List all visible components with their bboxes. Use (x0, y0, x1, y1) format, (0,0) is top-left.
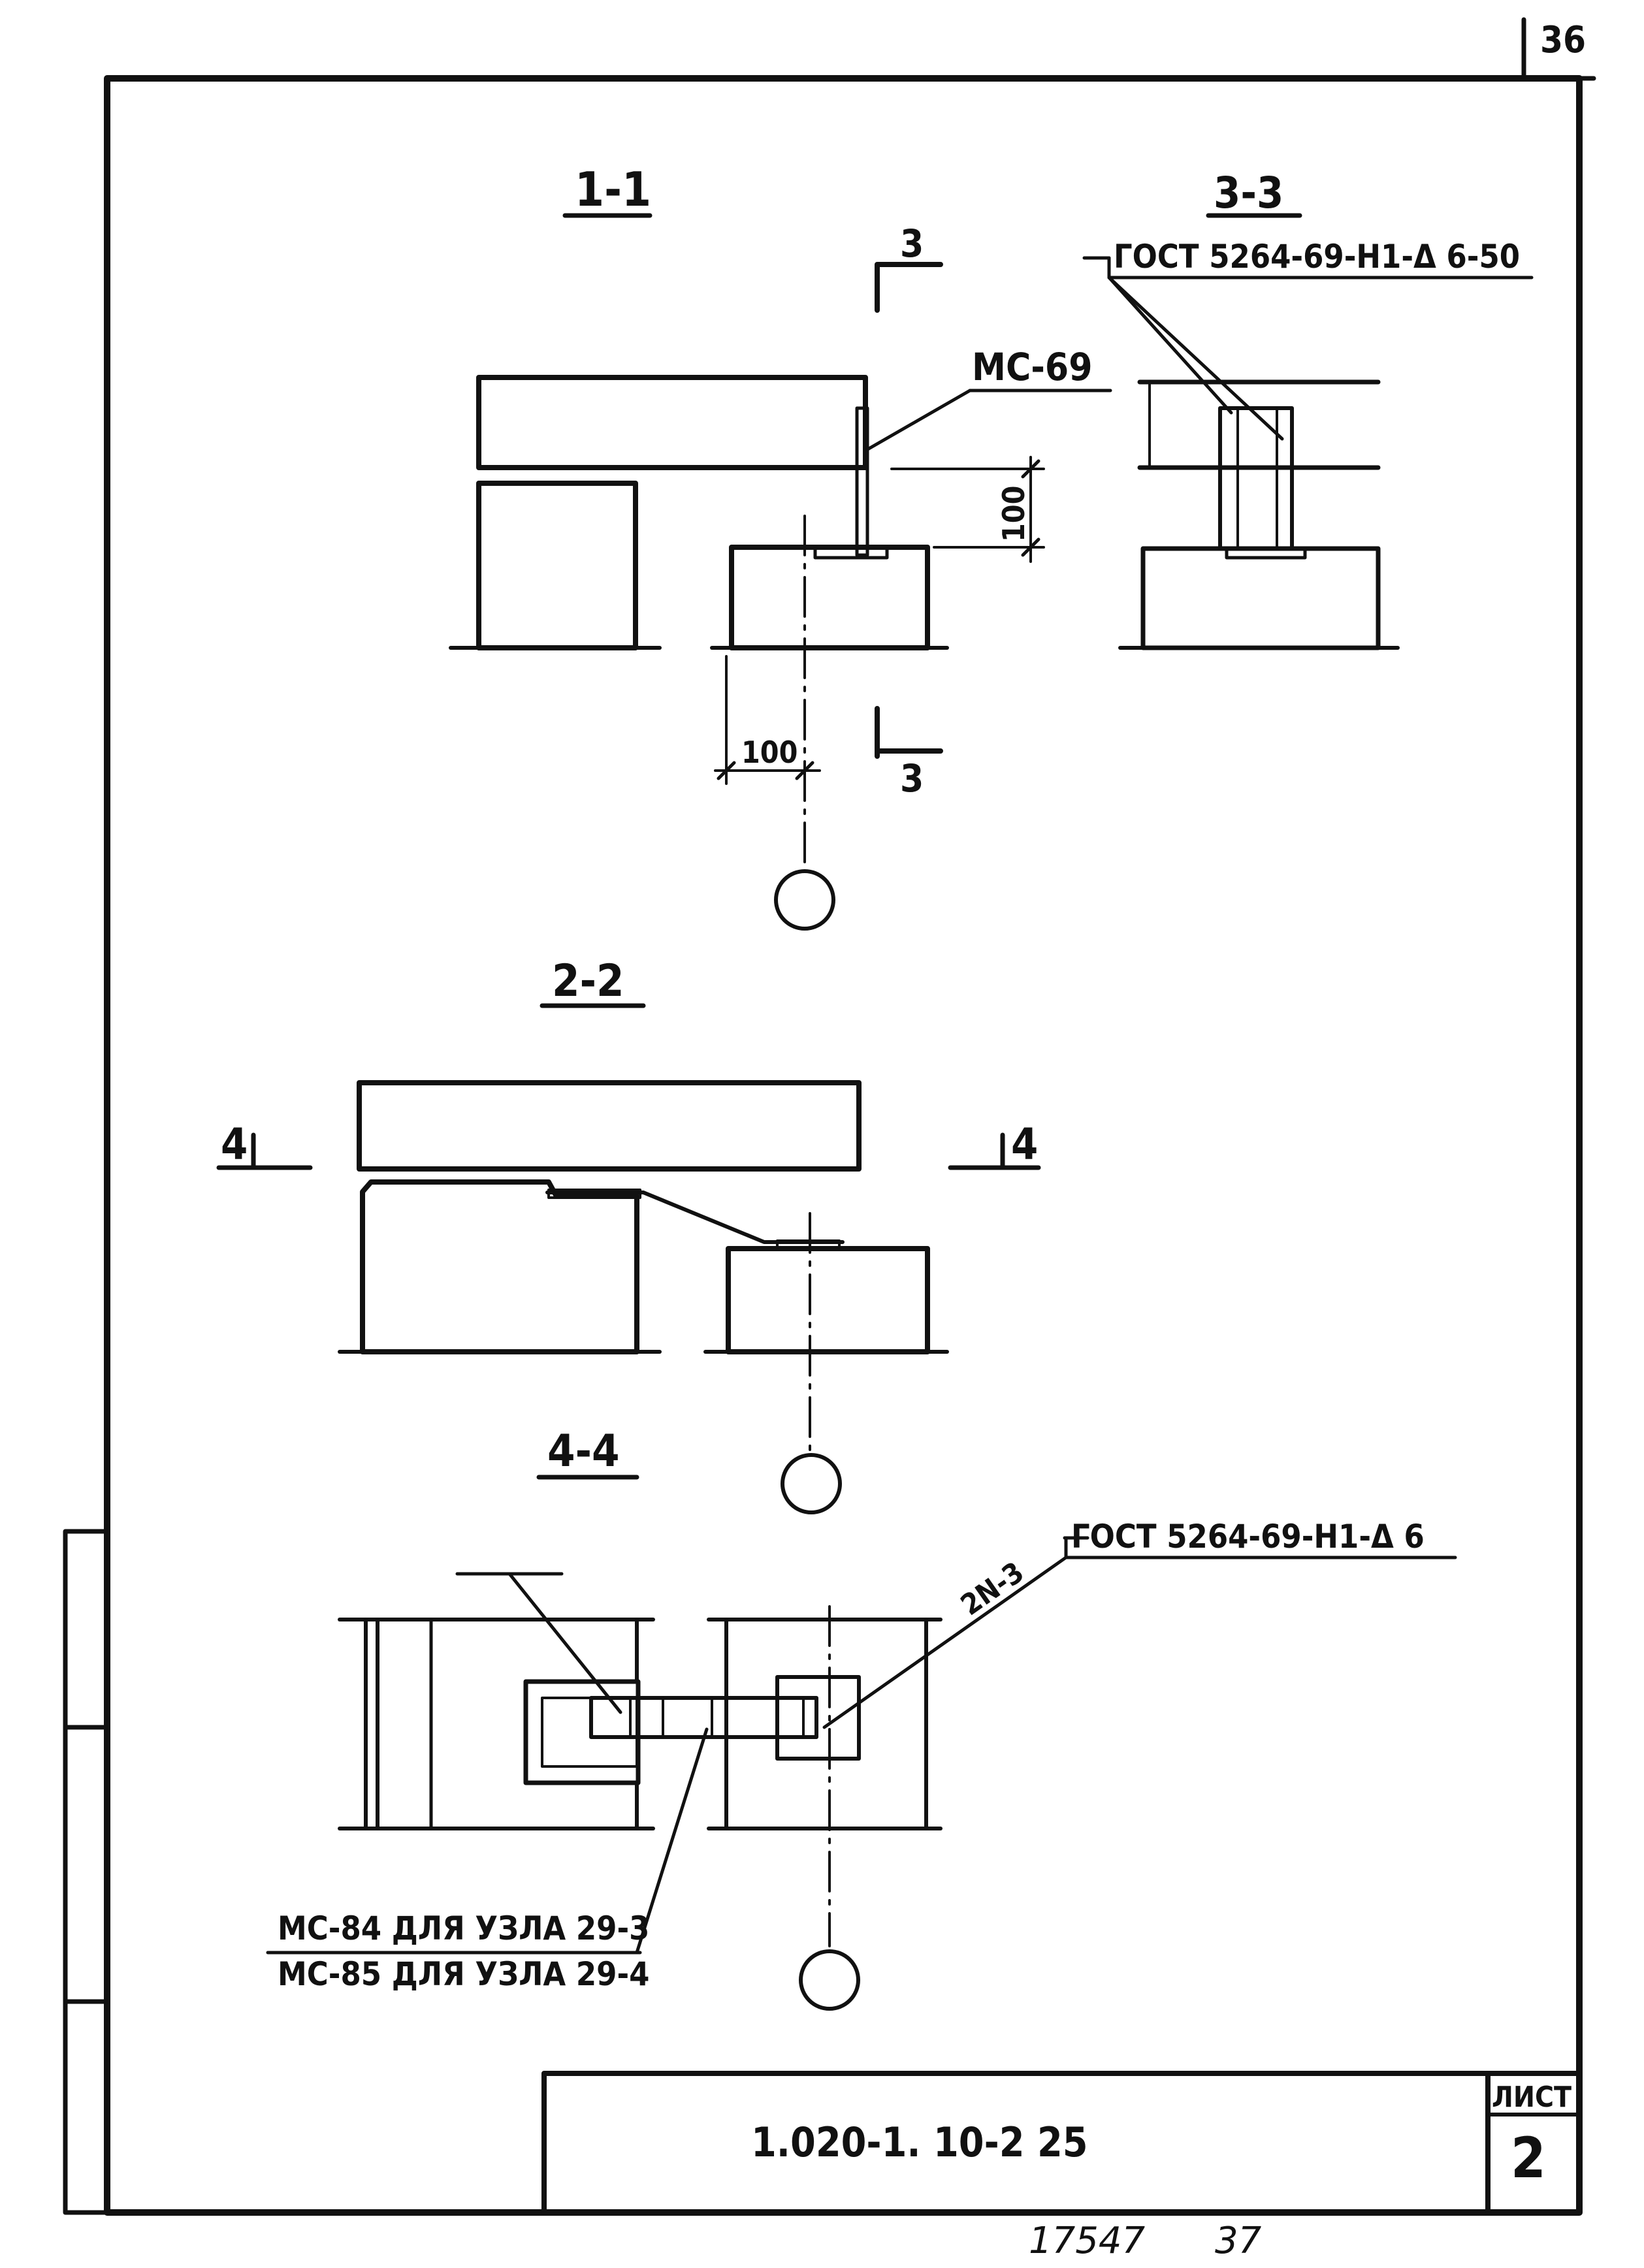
section-3-3: 3-3 ГОСТ 5264-69-Н1-Δ 6-50 (1082, 168, 1534, 650)
section-3-3-connector (1218, 406, 1294, 551)
section-4-4-part-label-line1: МС-84 ДЛЯ УЗЛА 29-3 (278, 1909, 649, 1947)
section-2-2-title: 2-2 (552, 955, 624, 1007)
inventory-number: 17547 (1029, 2220, 1146, 2262)
section-1-1-cut-marker-top: 3 (900, 221, 924, 266)
section-1-1-cut-marker-bottom: 3 (900, 756, 924, 801)
sheet-number: 2 (1511, 2126, 1546, 2191)
section-2-2-slab (357, 1080, 862, 1172)
sheet-label: ЛИСТ (1492, 2081, 1571, 2114)
document-code: 1.020-1. 10-2 25 (751, 2118, 1088, 2166)
section-1-1-part-label: МС-69 (972, 345, 1093, 389)
section-2-2-right-block (726, 1246, 930, 1354)
section-1-1-left-block (476, 481, 638, 650)
section-4-4-axis-marker (799, 1949, 860, 2011)
section-2-2-cut-marker-right: 4 (1011, 1119, 1038, 1170)
section-1-1-dim-horizontal: 100 (741, 735, 798, 770)
section-1-1-right-block (729, 545, 930, 650)
sheet-frame (63, 17, 1596, 2216)
section-1-1-dim-vertical: 100 (996, 486, 1031, 542)
section-1-1-base-plate (813, 545, 889, 560)
section-3-3-block (1140, 546, 1381, 650)
section-1-1-title: 1-1 (575, 162, 651, 217)
section-4-4-part-label-line2: МС-85 ДЛЯ УЗЛА 29-4 (278, 1955, 649, 1993)
section-4-4-title: 4-4 (547, 1426, 620, 1477)
section-2-2-cut-marker-left: 4 (221, 1119, 248, 1170)
section-2-2-left-block (360, 1179, 639, 1354)
page-number: 36 (1540, 19, 1586, 61)
section-1-1-axis-marker (774, 869, 835, 931)
section-1-1-slab (476, 375, 868, 470)
section-1-1: 1-1 3 3 МС-69 100 (449, 162, 1112, 931)
section-2-2-bent-connector (545, 1190, 845, 1244)
section-2-2: 2-2 4 4 (216, 955, 1041, 1514)
section-3-3-base-plate (1225, 547, 1307, 560)
section-3-3-title: 3-3 (1214, 168, 1283, 218)
section-4-4-weld-label: 2N-3 (955, 1556, 1030, 1622)
section-1-1-vertical-plate (855, 406, 869, 557)
section-4-4: 4-4 ГОСТ 5264-69-Н1-Δ (266, 1426, 1457, 2011)
section-4-4-connector-strip (589, 1696, 818, 1739)
section-4-4-anchor-plate (775, 1675, 861, 1761)
section-3-3-gost-label: ГОСТ 5264-69-Н1-Δ 6-50 (1114, 238, 1520, 276)
bottom-page-number: 37 (1215, 2220, 1262, 2262)
section-2-2-axis-marker (781, 1453, 842, 1514)
section-4-4-gost-label: ГОСТ 5264-69-Н1-Δ 6 (1071, 1518, 1425, 1556)
